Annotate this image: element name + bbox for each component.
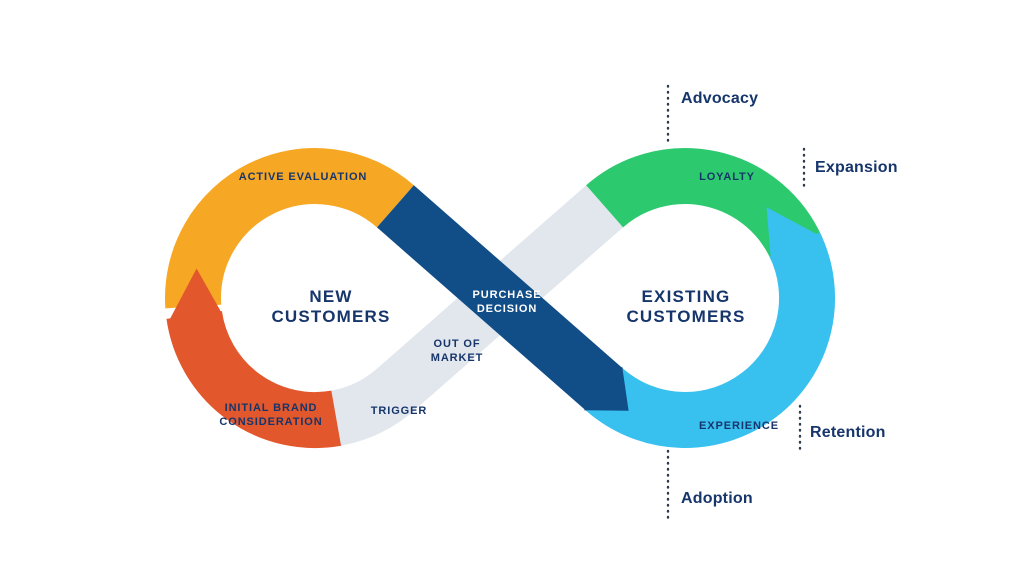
adoption-label: Adoption bbox=[681, 490, 753, 507]
new-customers-title-line2: CUSTOMERS bbox=[271, 307, 390, 326]
advocacy-label: Advocacy bbox=[681, 90, 758, 107]
trigger-label: TRIGGER bbox=[371, 405, 427, 417]
new-customers-title-line1: NEW bbox=[309, 287, 352, 306]
purchase-decision-band bbox=[376, 185, 624, 411]
purchase-decision-label-line1: PURCHASE bbox=[473, 289, 542, 301]
out-of-market-label-line1: OUT OF bbox=[434, 338, 481, 350]
expansion-label: Expansion bbox=[815, 159, 898, 176]
initial-brand-consideration-arc bbox=[166, 310, 342, 449]
active-evaluation-label: ACTIVE EVALUATION bbox=[239, 171, 368, 183]
active-evaluation-arc bbox=[165, 148, 414, 309]
initial-brand-label-line1: INITIAL BRAND bbox=[225, 402, 318, 414]
existing-customers-title-line1: EXISTING bbox=[642, 287, 731, 306]
retention-label: Retention bbox=[810, 424, 886, 441]
purchase-decision-label-line2: DECISION bbox=[477, 303, 537, 315]
initial-brand-label-line2: CONSIDERATION bbox=[219, 416, 322, 428]
experience-label: EXPERIENCE bbox=[699, 420, 779, 432]
existing-customers-title-line2: CUSTOMERS bbox=[626, 307, 745, 326]
loyalty-label: LOYALTY bbox=[699, 171, 755, 183]
out-of-market-label-line2: MARKET bbox=[431, 352, 483, 364]
experience-arc bbox=[586, 232, 836, 448]
purchase-flow-arrow-icon bbox=[583, 366, 629, 411]
blue-flow-arrow-icon bbox=[766, 207, 822, 260]
orange-flow-arrow-icon bbox=[167, 268, 223, 324]
